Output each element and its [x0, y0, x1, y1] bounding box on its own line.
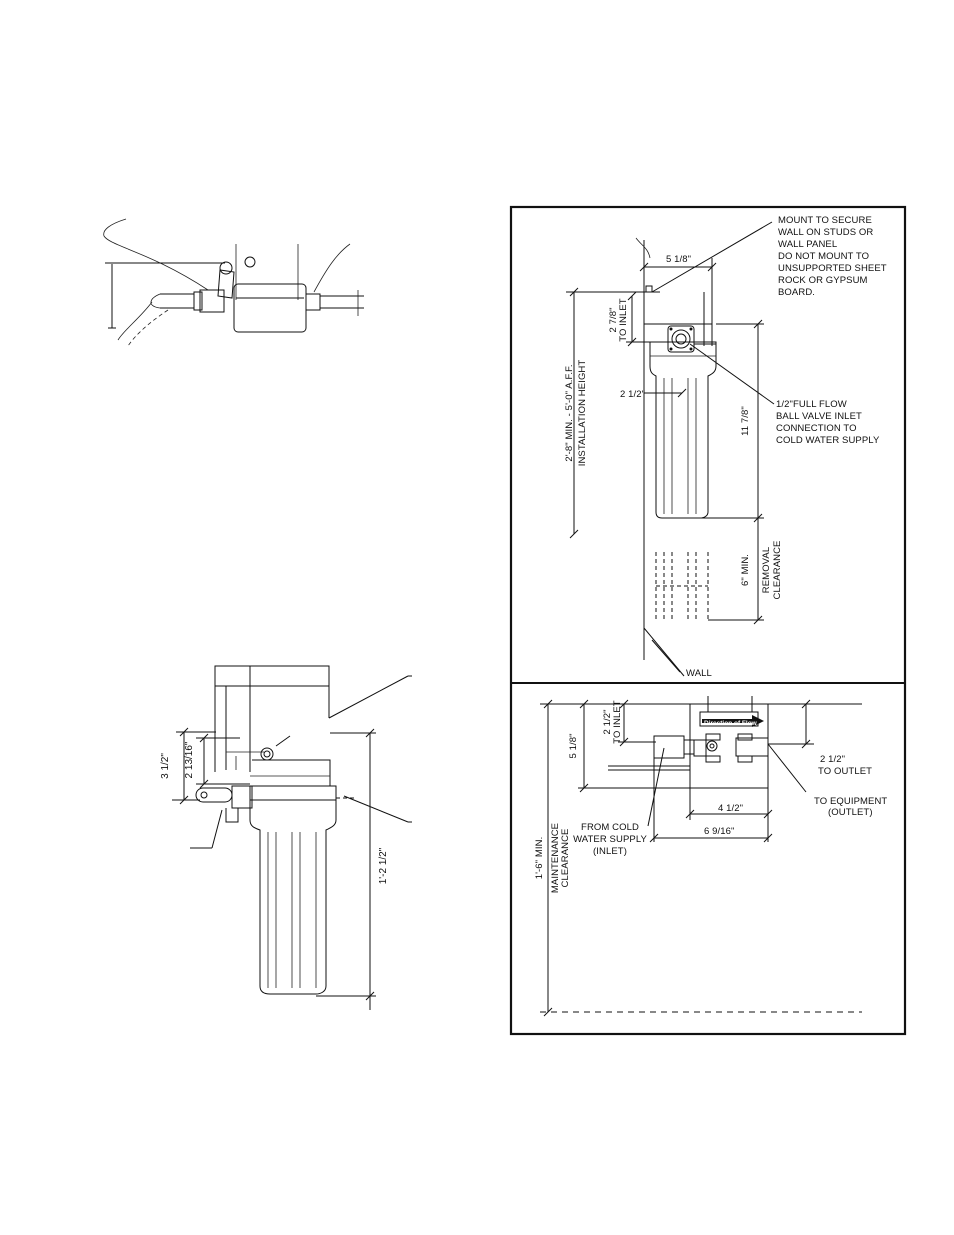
- dim-to-outlet-sub: TO OUTLET: [818, 766, 872, 777]
- dim-to-inlet-bottom: 2 1/2": [602, 709, 613, 734]
- left-dim-b: 2 13/16": [184, 741, 195, 778]
- dim-width-inner: 4 1/2": [718, 803, 743, 814]
- valve-note-4: COLD WATER SUPPLY: [776, 435, 880, 446]
- left-dim-c: 1'-2 1/2": [378, 847, 389, 884]
- maintenance-clearance-sub2: CLEARANCE: [560, 829, 571, 888]
- removal-clearance: 6" MIN.: [740, 554, 751, 586]
- from-cold-note: FROM COLD WATER SUPPLY (INLET): [573, 822, 647, 857]
- top-elevation: [566, 221, 775, 677]
- to-equipment: TO EQUIPMENT: [814, 796, 887, 807]
- note-line-2: WALL ON STUDS OR: [778, 227, 873, 238]
- maintenance-clearance: 1'-6" MIN.: [534, 837, 545, 880]
- dim-wall-offset: 5 1/8": [666, 254, 691, 265]
- direction-of-flow: Direction of Flow: [704, 720, 758, 727]
- note-line-1: MOUNT TO SECURE: [778, 215, 872, 226]
- valve-note-3: CONNECTION TO: [776, 423, 857, 434]
- removal-clearance-sub: REMOVAL: [761, 547, 772, 593]
- installation-height: 2'-8" MIN. - 5'-0" A.F.F.: [564, 364, 575, 461]
- left-dim-a: 3 1/2": [160, 753, 171, 779]
- note-line-4: DO NOT MOUNT TO: [778, 251, 869, 262]
- dim-to-inlet-top-sub: TO INLET: [618, 298, 629, 341]
- installation-height-sub: INSTALLATION HEIGHT: [577, 360, 588, 467]
- detail-frame: [509, 205, 907, 1036]
- valve-note-1: 1/2"FULL FLOW: [776, 399, 847, 410]
- from-cold-3: (INLET): [593, 846, 627, 857]
- note-line-5: UNSUPPORTED SHEET: [778, 263, 887, 274]
- dim-to-outlet: 2 1/2": [820, 754, 845, 765]
- left-side-view: [172, 665, 412, 1010]
- dim-to-inlet-bottom-sub: TO INLET: [612, 700, 623, 743]
- dim-depth: 5 1/8": [568, 733, 579, 758]
- bottom-plan: [540, 696, 862, 1017]
- top-left-sketch: [103, 218, 364, 347]
- wall-label: WALL: [686, 668, 712, 679]
- to-equipment-sub: (OUTLET): [828, 807, 873, 818]
- note-line-3: WALL PANEL: [778, 239, 837, 250]
- note-line-6: ROCK OR GYPSUM: [778, 275, 868, 286]
- dim-housing-height: 11 7/8": [740, 406, 751, 436]
- note-line-7: BOARD.: [778, 287, 815, 298]
- dim-width-outer: 6 9/16": [704, 826, 735, 837]
- valve-note: 1/2"FULL FLOW BALL VALVE INLET CONNECTIO…: [776, 399, 880, 446]
- maintenance-clearance-sub: MAINTENANCE: [550, 823, 561, 893]
- from-cold-1: FROM COLD: [581, 822, 639, 833]
- mount-note: MOUNT TO SECURE WALL ON STUDS OR WALL PA…: [778, 215, 887, 298]
- from-cold-2: WATER SUPPLY: [573, 834, 647, 845]
- removal-clearance-sub2: CLEARANCE: [772, 541, 783, 600]
- dim-to-inlet-top: 2 7/8": [608, 307, 619, 332]
- valve-note-2: BALL VALVE INLET: [776, 411, 862, 422]
- dim-center: 2 1/2": [620, 389, 645, 400]
